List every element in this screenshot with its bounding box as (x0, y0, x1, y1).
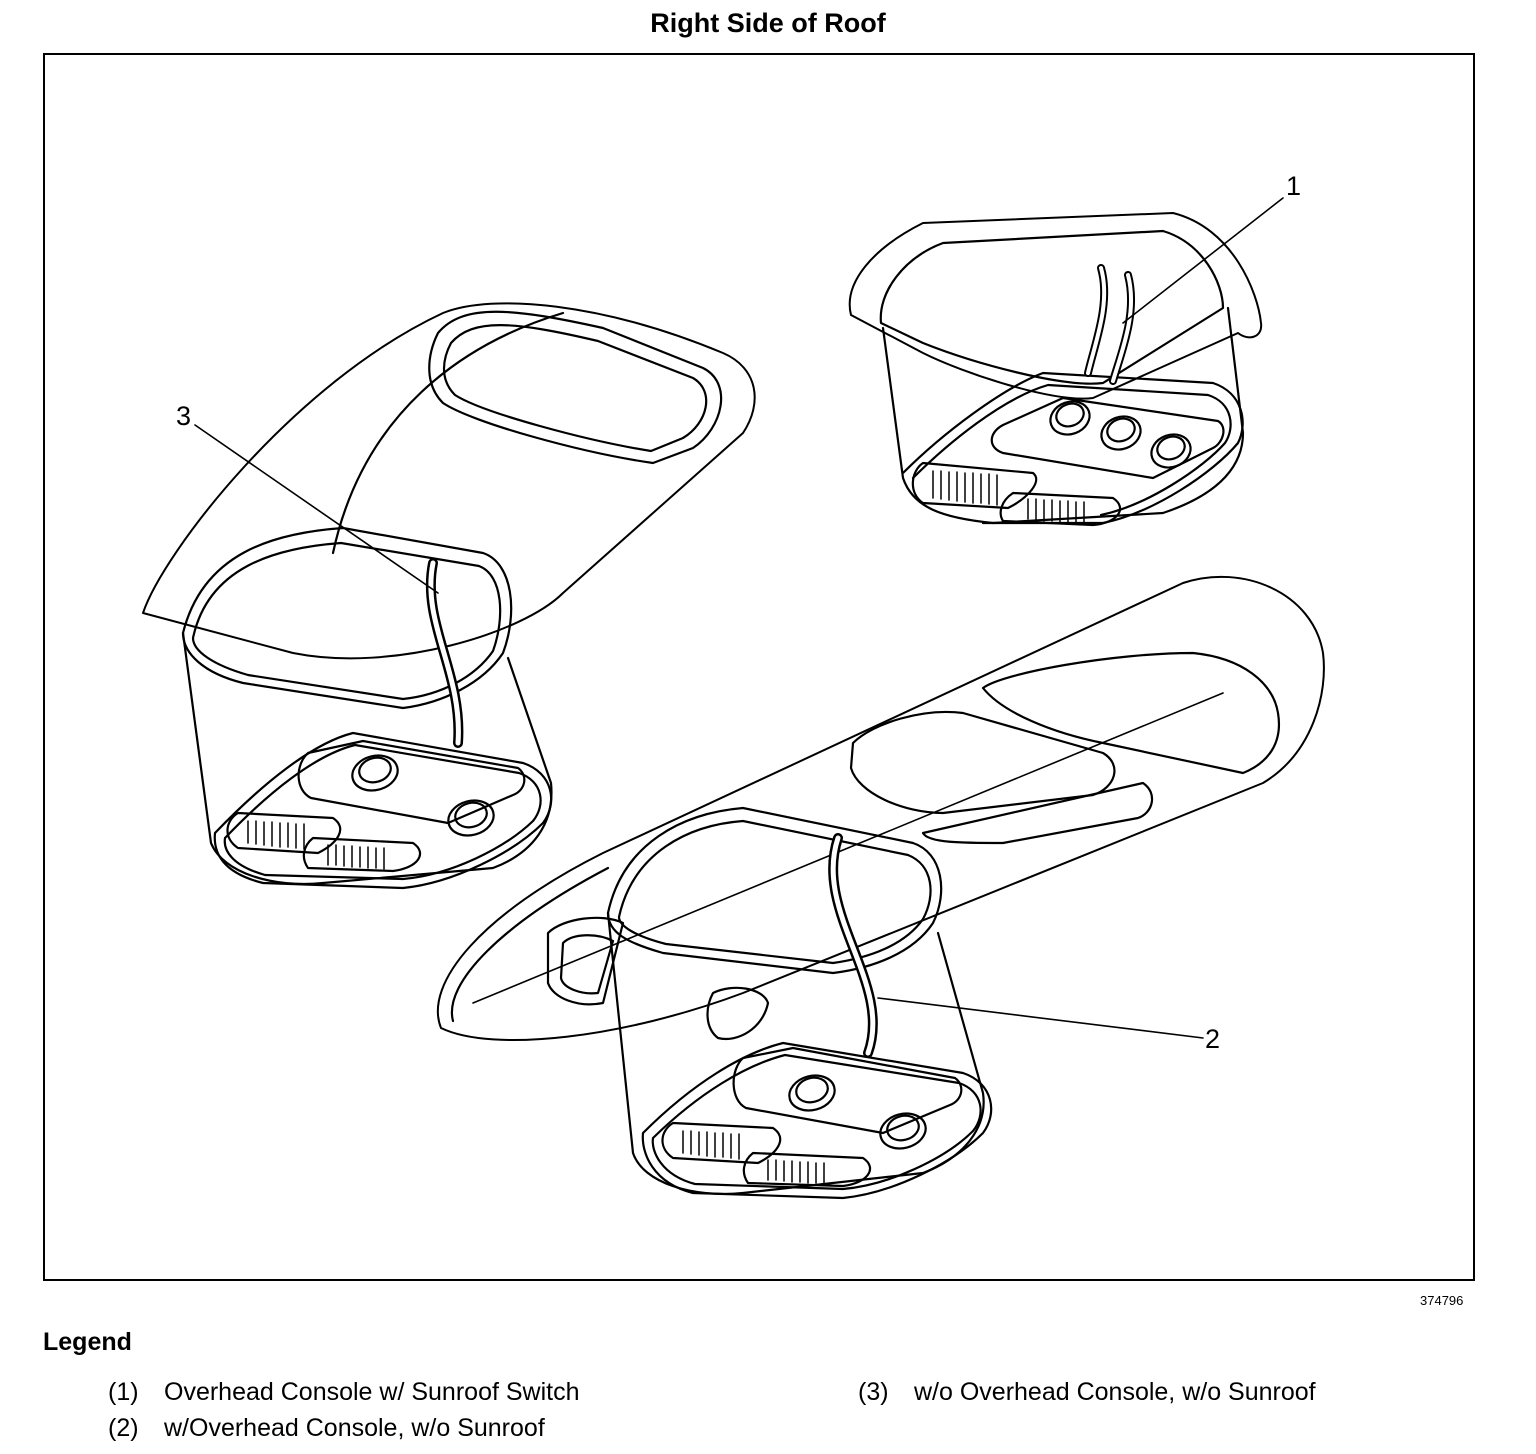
diagram-title: Right Side of Roof (650, 8, 886, 38)
leader-lines (194, 197, 1284, 1039)
console-2-overhead-console (436, 575, 1325, 1200)
legend-item-text: w/o Overhead Console, w/o Sunroof (914, 1378, 1316, 1406)
roof-console-illustration: 1 2 3 (142, 171, 1325, 1200)
legend-item-number: (1) (108, 1378, 139, 1406)
legend-item-text: Overhead Console w/ Sunroof Switch (164, 1378, 580, 1406)
legend-item-number: (3) (858, 1378, 889, 1406)
legend-title: Legend (43, 1328, 132, 1356)
legend-item-1: (1) Overhead Console w/ Sunroof Switch (108, 1378, 580, 1407)
legend-item-number: (2) (108, 1414, 139, 1442)
callout-2: 2 (1205, 1024, 1220, 1054)
legend-item-2: (2) w/Overhead Console, w/o Sunroof (108, 1414, 545, 1443)
console-1-sunroof-switch (848, 212, 1263, 527)
callout-1: 1 (1286, 171, 1301, 201)
callout-3: 3 (176, 401, 191, 431)
console-3-no-overhead-console (142, 302, 756, 890)
legend-item-3: (3) w/o Overhead Console, w/o Sunroof (858, 1378, 1316, 1407)
legend-item-text: w/Overhead Console, w/o Sunroof (164, 1414, 545, 1442)
figure-id: 374796 (1420, 1293, 1464, 1308)
diagram-frame (43, 53, 1475, 1281)
